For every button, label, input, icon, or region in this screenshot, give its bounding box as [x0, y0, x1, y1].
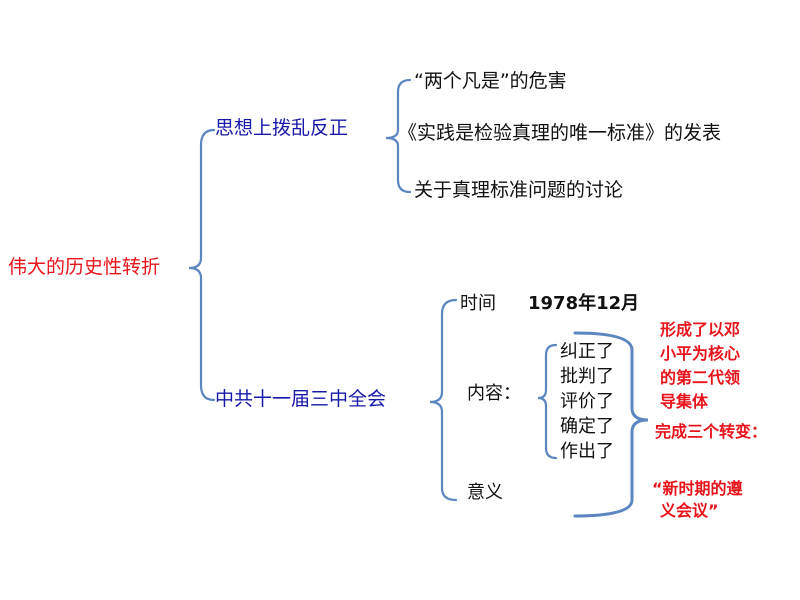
note-leadership-line-1: 形成了以邓 [660, 320, 741, 339]
branch1-item-2: 《实践是检验真理的唯一标准》的发表 [398, 122, 722, 144]
branch1-item-3: 关于真理标准问题的讨论 [414, 179, 624, 201]
content-label: 内容： [467, 383, 521, 404]
note-leadership-line-4: 导集体 [660, 392, 709, 411]
content-item-4: 确定了 [560, 416, 614, 437]
note-transform: 完成三个转变： [655, 422, 768, 441]
meaning-label: 意义 [467, 482, 503, 503]
time-value: 1978年12月 [528, 293, 640, 314]
note-zunyi-line-2: 义会议” [660, 501, 719, 520]
branch1-item-1: “两个凡是”的危害 [414, 70, 567, 92]
note-leadership-line-2: 小平为核心 [660, 344, 741, 363]
root-bracket [188, 128, 216, 402]
time-label: 时间 [460, 293, 496, 314]
note-zunyi-line-1: “新时期的遵 [652, 479, 743, 498]
content-item-3: 评价了 [560, 391, 614, 412]
branch1-bracket [385, 78, 412, 194]
branch2-bracket [429, 298, 458, 502]
content-bracket [537, 343, 558, 460]
branch1-node: 思想上拨乱反正 [215, 117, 349, 139]
content-item-1: 纠正了 [560, 341, 614, 362]
content-item-2: 批判了 [560, 366, 614, 387]
right-curly-brace [573, 331, 649, 518]
branch2-node: 中共十一届三中全会 [215, 388, 387, 410]
note-leadership-line-3: 的第二代领 [660, 368, 741, 387]
content-item-5: 作出了 [560, 441, 614, 462]
root-node: 伟大的历史性转折 [8, 256, 161, 278]
